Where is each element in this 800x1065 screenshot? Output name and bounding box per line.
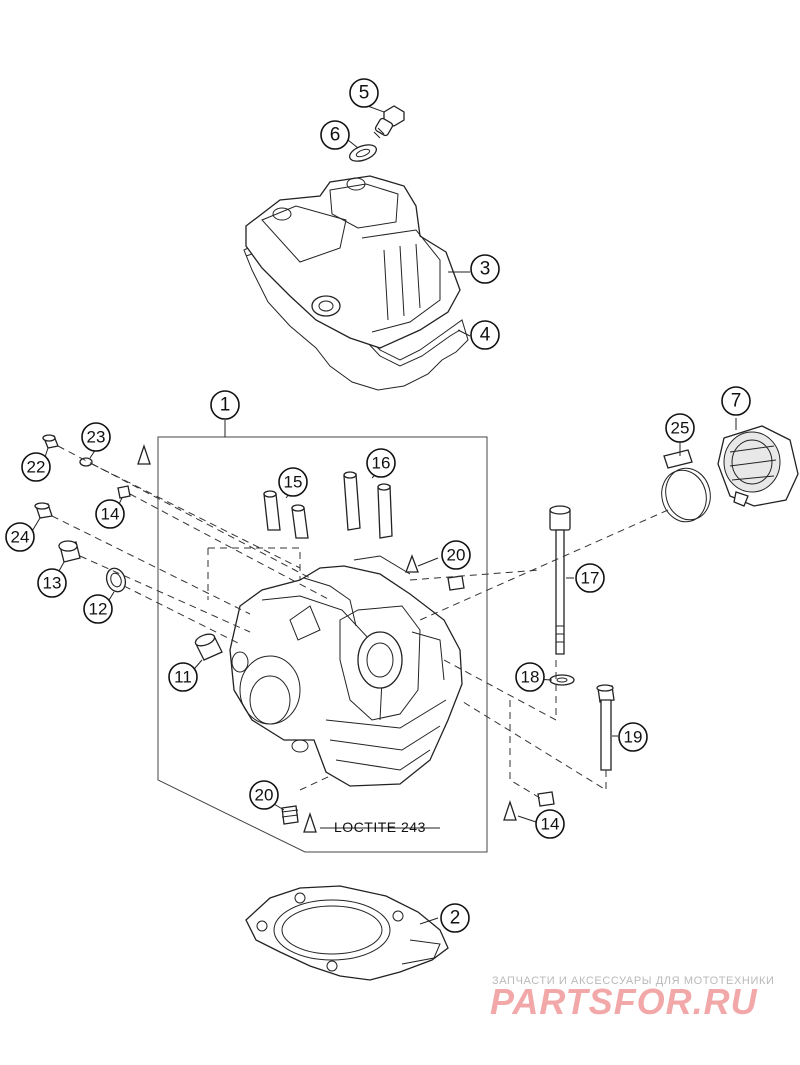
callout-7: 7 bbox=[721, 386, 751, 416]
valve-guides-16 bbox=[343, 471, 393, 539]
callout-11: 11 bbox=[168, 662, 198, 692]
plug-13 bbox=[58, 540, 81, 563]
callout-3: 3 bbox=[470, 254, 500, 284]
svg-text:25: 25 bbox=[671, 419, 690, 438]
svg-text:1: 1 bbox=[220, 395, 231, 416]
washer-18 bbox=[549, 674, 575, 686]
seal-ring-23 bbox=[79, 457, 93, 467]
svg-text:6: 6 bbox=[330, 125, 341, 146]
plug-14-top bbox=[117, 485, 131, 499]
svg-text:19: 19 bbox=[624, 728, 643, 747]
pin-14-bottom bbox=[503, 791, 555, 821]
svg-text:2: 2 bbox=[450, 908, 461, 929]
callout-17: 17 bbox=[575, 563, 605, 593]
valve-cover bbox=[245, 175, 461, 349]
svg-text:13: 13 bbox=[43, 574, 62, 593]
bolt-19 bbox=[596, 684, 615, 771]
svg-text:22: 22 bbox=[27, 458, 46, 477]
seal-ring-12 bbox=[105, 567, 127, 593]
callout-13: 13 bbox=[37, 568, 67, 598]
svg-text:14: 14 bbox=[101, 505, 120, 524]
callout-1: 1 bbox=[210, 390, 240, 420]
callout-6: 6 bbox=[320, 120, 350, 150]
valve-guides-15 bbox=[263, 490, 309, 539]
svg-text:3: 3 bbox=[480, 259, 491, 280]
svg-text:16: 16 bbox=[372, 454, 391, 473]
callout-16: 16 bbox=[366, 448, 396, 478]
svg-text:17: 17 bbox=[581, 569, 600, 588]
svg-text:23: 23 bbox=[87, 428, 106, 447]
svg-text:20: 20 bbox=[447, 546, 466, 565]
svg-text:15: 15 bbox=[284, 473, 303, 492]
svg-text:20: 20 bbox=[255, 786, 274, 805]
assembly-frame bbox=[157, 436, 488, 853]
callout-20-top: 20 bbox=[441, 540, 471, 570]
svg-text:24: 24 bbox=[11, 528, 30, 547]
callout-20-bottom: 20 bbox=[249, 780, 279, 810]
assembly-guide-lines bbox=[51, 445, 669, 799]
callout-22: 22 bbox=[21, 452, 51, 482]
svg-text:11: 11 bbox=[174, 668, 192, 687]
callout-23: 23 bbox=[81, 422, 111, 452]
plug-screw-22 bbox=[42, 434, 59, 449]
svg-text:18: 18 bbox=[521, 668, 540, 687]
head-gasket bbox=[245, 885, 449, 981]
callout-15: 15 bbox=[278, 467, 308, 497]
loctite-note: LOCTITE 243 bbox=[334, 819, 426, 835]
svg-text:14: 14 bbox=[541, 815, 560, 834]
pin-20-top bbox=[405, 554, 465, 591]
intake-flange bbox=[717, 425, 799, 507]
callout-2: 2 bbox=[440, 903, 470, 933]
cover-screw bbox=[373, 105, 405, 139]
svg-text:12: 12 bbox=[89, 600, 108, 619]
callout-14-top: 14 bbox=[95, 499, 125, 529]
callout-4: 4 bbox=[470, 320, 500, 350]
cylinder-head bbox=[229, 555, 463, 787]
callout-18: 18 bbox=[515, 662, 545, 692]
svg-text:5: 5 bbox=[359, 83, 370, 104]
dowel-pin bbox=[194, 633, 223, 661]
svg-text:4: 4 bbox=[480, 325, 491, 346]
pin-20-bottom bbox=[281, 805, 317, 833]
callout-25: 25 bbox=[665, 413, 695, 443]
pin-top bbox=[137, 443, 151, 465]
long-bolt-17 bbox=[549, 505, 571, 655]
plug-screw-24 bbox=[34, 502, 53, 519]
sealing-washer bbox=[348, 144, 378, 162]
watermark-brand: PARTSFOR.RU bbox=[490, 981, 758, 1022]
callout-12: 12 bbox=[83, 594, 113, 624]
callout-14-bottom: 14 bbox=[535, 809, 565, 839]
watermark-tagline: ЗАПЧАСТИ И АКСЕССУАРЫ ДЛЯ МОТОТЕХНИКИ bbox=[492, 975, 774, 987]
callout-24: 24 bbox=[5, 522, 35, 552]
svg-text:7: 7 bbox=[731, 391, 742, 412]
callout-19: 19 bbox=[618, 722, 648, 752]
hose-clamp bbox=[661, 449, 711, 523]
callout-5: 5 bbox=[349, 78, 379, 108]
